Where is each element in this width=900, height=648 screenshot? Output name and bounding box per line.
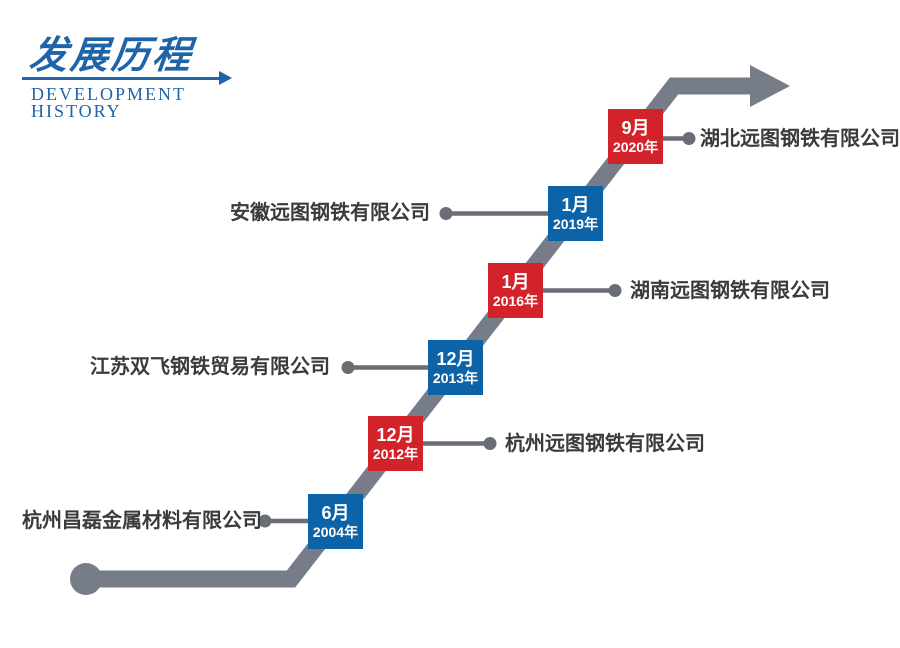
- timeline-band: [86, 77, 752, 588]
- connector-dot-2012: [483, 437, 497, 450]
- milestone-year: 2012年: [372, 445, 419, 462]
- timeline-arrowhead-icon: [750, 65, 790, 107]
- company-label-2020: 湖北远图钢铁有限公司: [700, 128, 900, 150]
- milestone-2012-box: 12月 2012年: [368, 416, 423, 471]
- milestone-month: 6月: [321, 502, 350, 523]
- company-label-2013: 江苏双飞钢铁贸易有限公司: [90, 356, 330, 378]
- page-subtitle: DEVELOPMENT HISTORY: [31, 84, 186, 121]
- milestone-2013-box: 12月 2013年: [428, 340, 483, 395]
- milestone-2004-box: 6月 2004年: [308, 494, 363, 549]
- connector-dot-2013: [341, 361, 355, 374]
- milestone-year: 2013年: [432, 369, 479, 386]
- milestone-year: 2004年: [312, 523, 359, 540]
- milestone-year: 2016年: [492, 292, 539, 309]
- milestone-2020-box: 9月 2020年: [608, 109, 663, 164]
- connector-dot-2004: [258, 514, 272, 528]
- milestone-month: 1月: [561, 194, 590, 215]
- milestone-2019-box: 1月 2019年: [548, 186, 603, 241]
- milestone-month: 9月: [621, 117, 650, 138]
- milestone-month: 1月: [501, 271, 530, 292]
- milestone-2016-box: 1月 2016年: [488, 263, 543, 318]
- milestone-month: 12月: [436, 348, 475, 369]
- company-label-2016: 湖南远图钢铁有限公司: [630, 280, 830, 302]
- connector-dot-2019: [439, 207, 453, 220]
- title-underline: [22, 77, 219, 80]
- title-arrow-icon: [219, 71, 232, 85]
- connector-dot-2020: [682, 132, 696, 145]
- company-label-2004: 杭州昌磊金属材料有限公司: [22, 510, 262, 532]
- timeline-start-dot: [70, 563, 102, 595]
- company-label-2019: 安徽远图钢铁有限公司: [230, 202, 430, 224]
- milestone-month: 12月: [376, 424, 415, 445]
- milestone-year: 2019年: [552, 215, 599, 232]
- connector-dot-2016: [608, 284, 622, 297]
- company-label-2012: 杭州远图钢铁有限公司: [505, 433, 705, 455]
- milestone-year: 2020年: [612, 138, 659, 155]
